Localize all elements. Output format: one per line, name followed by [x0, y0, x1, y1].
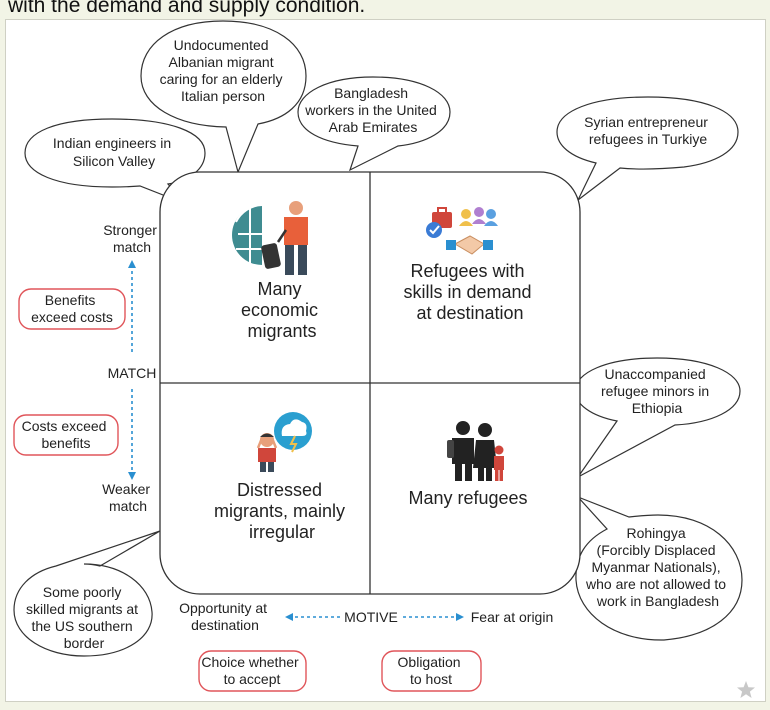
svg-text:Syrian entrepreneur re: Syrian entrepreneur refugees in Turkiye [584, 114, 712, 147]
bubble-bangladesh-text-3: Arab Emirates [329, 119, 418, 135]
bubble-syrian-text-2: refugees in Turkiye [589, 131, 707, 147]
costs-pill-line-1: Costs exceed [22, 418, 107, 434]
bubble-rohingya-text-4: who are not allowed to [585, 576, 726, 592]
bubble-albanian-text-1: Undocumented [174, 37, 269, 53]
quadrant-top-left-line-2: economic [241, 300, 318, 320]
quadrant-bottom-right-line-1: Many refugees [408, 488, 527, 508]
obligation-pill-line-1: Obligation [398, 654, 461, 670]
bubble-rohingya-text-3: Myanmar Nationals), [591, 559, 720, 575]
bubble-albanian-text-4: Italian person [181, 88, 265, 104]
svg-text:Some poorly skilled mi: Some poorly skilled migrants at the US s… [26, 584, 142, 651]
quadrant-top-right-line-3: at destination [416, 303, 523, 323]
quadrant-bottom-left-line-1: Distressed [237, 480, 322, 500]
bubble-indian-text-1: Indian engineers in [53, 135, 171, 151]
refugee-family-icon [447, 421, 504, 481]
skilled-refugee-icon [426, 207, 498, 255]
bubble-albanian-migrant: Undocumented Albanian migrant caring for… [140, 20, 307, 174]
svg-text:Bangladesh workers in: Bangladesh workers in the United Arab Em… [304, 85, 440, 135]
bubble-rohingya-text-5: work in Bangladesh [596, 593, 719, 609]
quadrant-top-right-line-2: skills in demand [403, 282, 531, 302]
benefits-pill-line-2: exceed costs [31, 309, 113, 325]
svg-text:Opportunity at destinati: Opportunity at destination [179, 600, 271, 633]
choice-pill-line-2: to accept [224, 671, 281, 687]
motive-axis-center: MOTIVE [344, 609, 398, 625]
svg-text:Benefits exceed costs: Benefits exceed costs [31, 292, 113, 325]
bubble-indian-engineers: Indian engineers in Silicon Valley [24, 118, 206, 205]
match-axis-top-line-1: Stronger [103, 222, 157, 238]
bubble-border-text-2: skilled migrants at [26, 601, 138, 617]
header-text: with the demand and supply condition. [8, 0, 366, 17]
economic-migrant-icon [232, 201, 308, 275]
bubble-rohingya-text-2: (Forcibly Displaced [597, 542, 716, 558]
star-icon[interactable] [737, 681, 755, 698]
bubble-bangladesh-text-1: Bangladesh [334, 85, 408, 101]
svg-text:Rohingya (Forcibly Dis: Rohingya (Forcibly Displaced Myanmar Nat… [585, 525, 730, 609]
bubble-border-text-4: border [64, 635, 105, 651]
svg-text:Choice whether to acce: Choice whether to accept [201, 654, 302, 687]
match-axis-bottom-line-2: match [109, 498, 147, 514]
quadrant-bottom-left-line-2: migrants, mainly [214, 501, 345, 521]
bubble-unaccompanied-minors: Unaccompanied refugee minors in Ethiopia [574, 357, 741, 478]
bubble-minors-text-1: Unaccompanied [604, 366, 705, 382]
bubble-albanian-text-2: Albanian migrant [169, 54, 274, 70]
svg-text:Many economic migr: Many economic migrants [241, 279, 323, 341]
match-axis-bottom-line-1: Weaker [102, 481, 150, 497]
svg-text:Unaccompanied refugee: Unaccompanied refugee minors in Ethiopia [601, 366, 713, 416]
match-axis-center: MATCH [108, 365, 157, 381]
costs-pill-line-2: benefits [41, 435, 90, 451]
obligation-pill-line-2: to host [410, 671, 452, 687]
bubble-border-text-3: the US southern [31, 618, 132, 634]
choice-pill: Choice whether to accept [198, 650, 307, 692]
svg-text:Costs exceed benefits: Costs exceed benefits [22, 418, 111, 451]
svg-text:Many refugees: Many refugees [408, 488, 527, 508]
distressed-migrant-icon [256, 412, 312, 472]
bubble-rohingya-text-1: Rohingya [626, 525, 685, 541]
quadrant-top-left-line-3: migrants [247, 321, 316, 341]
svg-text:Refugees with skills in: Refugees with skills in demand at destin… [403, 261, 536, 323]
choice-pill-line-1: Choice whether [201, 654, 299, 670]
svg-text:Stronger match: Stronger match [103, 222, 161, 255]
costs-pill: Costs exceed benefits [13, 414, 119, 456]
svg-text:Indian engineers in Si: Indian engineers in Silicon Valley [53, 135, 175, 169]
svg-text:Undocumented Albanian: Undocumented Albanian migrant caring for… [160, 37, 287, 104]
bubble-minors-text-2: refugee minors in [601, 383, 709, 399]
bubble-minors-text-3: Ethiopia [632, 400, 683, 416]
bubble-syrian-text-1: Syrian entrepreneur [584, 114, 708, 130]
bubble-indian-text-2: Silicon Valley [73, 153, 155, 169]
bubble-bangladesh-workers: Bangladesh workers in the United Arab Em… [297, 76, 451, 172]
motive-axis-left-line-1: Opportunity at [179, 600, 267, 616]
benefits-pill: Benefits exceed costs [18, 288, 126, 330]
bubble-bangladesh-text-2: workers in the United [304, 102, 437, 118]
benefits-pill-line-1: Benefits [45, 292, 96, 308]
svg-text:Weaker match: Weaker match [102, 481, 154, 514]
motive-axis-right: Fear at origin [471, 609, 553, 625]
bubble-syrian-entrepreneurs: Syrian entrepreneur refugees in Turkiye [556, 96, 739, 201]
quadrant-top-left-line-1: Many [257, 279, 301, 299]
obligation-pill: Obligation to host [381, 650, 482, 692]
quadrant-bottom-left-line-3: irregular [249, 522, 315, 542]
bubble-border-text-1: Some poorly [43, 584, 122, 600]
quadrant-grid [159, 171, 581, 595]
motive-axis-left-line-2: destination [191, 617, 259, 633]
bubble-rohingya: Rohingya (Forcibly Displaced Myanmar Nat… [575, 496, 743, 641]
bubble-albanian-text-3: caring for an elderly [160, 71, 283, 87]
quadrant-top-right-line-1: Refugees with [410, 261, 524, 281]
bubble-us-border: Some poorly skilled migrants at the US s… [13, 530, 161, 657]
match-axis-top-line-2: match [113, 239, 151, 255]
svg-text:Distressed migrants, mai: Distressed migrants, mainly irregular [214, 480, 350, 542]
svg-text:Obligation to host: Obligation to host [398, 654, 465, 687]
